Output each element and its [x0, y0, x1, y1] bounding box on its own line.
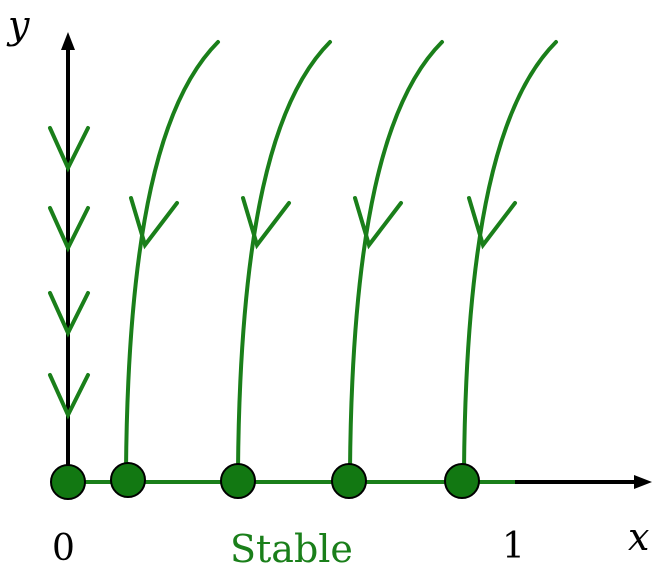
stable-label: Stable: [230, 527, 353, 571]
y-axis-arrowhead: [61, 32, 75, 50]
fixed-point: [331, 463, 367, 499]
fixed-points: [50, 462, 480, 500]
origin-tick-label: 0: [52, 528, 75, 569]
y-axis-flow-arrows: [48, 126, 90, 420]
fixed-point: [220, 463, 256, 499]
trajectory-4: [462, 40, 558, 472]
trajectories: [124, 40, 558, 472]
y-axis: [61, 32, 75, 482]
trajectory-2: [236, 40, 332, 472]
fixed-point: [444, 463, 480, 499]
down-arrow-icon: [48, 373, 90, 420]
y-axis-label: y: [6, 3, 30, 47]
down-arrow-icon: [48, 291, 90, 338]
trajectory-arrow-icon: [353, 196, 403, 250]
fixed-point: [110, 462, 146, 498]
fixed-point: [50, 464, 86, 500]
x-one-tick-label: 1: [502, 526, 525, 567]
trajectory-3: [348, 40, 444, 472]
down-arrow-icon: [48, 126, 90, 173]
trajectory-arrow-icon: [129, 196, 179, 250]
trajectory-arrow-icon: [241, 196, 291, 250]
down-arrow-icon: [48, 206, 90, 253]
x-axis-label: x: [628, 515, 649, 559]
x-axis-arrowhead: [634, 475, 652, 489]
trajectory-arrow-icon: [467, 196, 517, 250]
trajectory-1: [124, 40, 220, 472]
